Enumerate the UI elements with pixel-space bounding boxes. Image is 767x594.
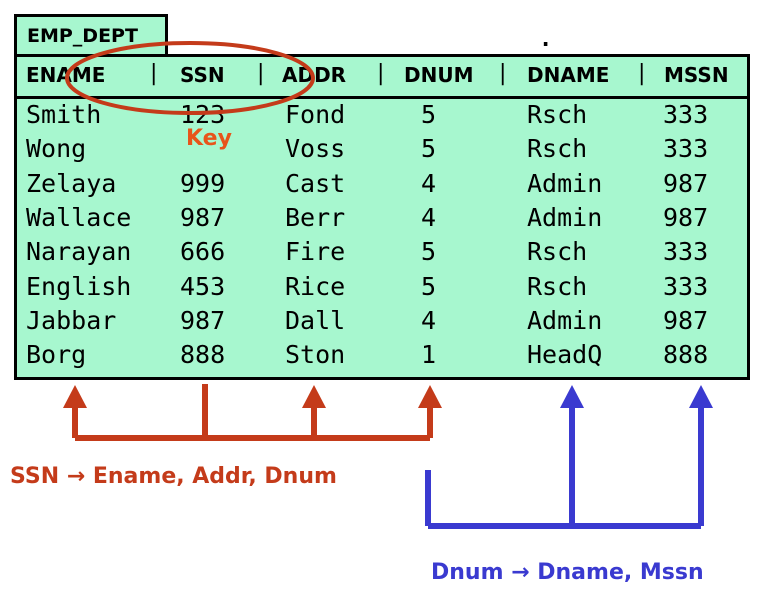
cell-dnum: 4 [421, 168, 437, 198]
cell-mssn: 987 [663, 305, 709, 335]
cell-dname: Admin [527, 202, 603, 232]
cell-addr: Ston [285, 340, 346, 370]
table-title: EMP_DEPT [14, 14, 168, 54]
cell-ename: Smith [26, 100, 102, 129]
cell-mssn: 333 [663, 100, 709, 129]
header-separator: | [257, 61, 265, 86]
cell-ssn: 453 [180, 271, 226, 301]
cell-ename: Narayan [26, 237, 132, 267]
cell-dnum: 5 [421, 237, 437, 267]
cell-addr: Dall [285, 305, 346, 335]
cell-mssn: 333 [663, 134, 709, 164]
header-dnum: DNUM [404, 63, 474, 87]
cell-addr: Voss [285, 134, 346, 164]
cell-addr: Berr [285, 202, 346, 232]
cell-ssn: 987 [180, 202, 226, 232]
cell-mssn: 333 [663, 271, 709, 301]
header-separator: | [150, 61, 158, 86]
header-separator: | [377, 61, 385, 86]
fd2-label: Dnum → Dname, Mssn [431, 560, 704, 585]
cell-ename: Wong [26, 134, 87, 164]
cell-ssn: 987 [180, 305, 226, 335]
cell-dname: Rsch [527, 271, 588, 301]
cell-mssn: 888 [663, 340, 709, 370]
header-separator: | [499, 61, 507, 86]
cell-ename: Zelaya [26, 168, 117, 198]
cell-mssn: 987 [663, 202, 709, 232]
fd2-arrows [425, 385, 713, 529]
cell-dnum: 5 [421, 100, 437, 129]
cell-dnum: 5 [421, 134, 437, 164]
header-mssn: MSSN [664, 63, 729, 87]
cell-dname: Admin [527, 168, 603, 198]
cell-dname: HeadQ [527, 340, 603, 370]
header-dname: DNAME [527, 63, 610, 87]
key-label: Key [186, 126, 232, 151]
cell-mssn: 987 [663, 168, 709, 198]
cell-ssn: 666 [180, 237, 226, 267]
cell-dname: Rsch [527, 237, 588, 267]
cell-ssn: 888 [180, 340, 226, 370]
cell-dnum: 4 [421, 202, 437, 232]
cell-mssn: 333 [663, 237, 709, 267]
cell-dnum: 4 [421, 305, 437, 335]
header-ssn: SSN [180, 63, 225, 87]
cell-ename: Borg [26, 340, 87, 370]
header-separator: | [638, 61, 646, 86]
cell-ename: English [26, 271, 132, 301]
cell-ssn: 999 [180, 168, 226, 198]
cell-ename: Wallace [26, 202, 132, 232]
cell-addr: Cast [285, 168, 346, 198]
key-oval [65, 41, 315, 115]
emp-dept-table: ENAME | SSN | ADDR | DNUM | DNAME | MSSN… [14, 54, 750, 380]
cell-addr: Fond [285, 100, 346, 129]
cell-addr: Fire [285, 237, 346, 267]
cell-dnum: 1 [421, 340, 437, 370]
cell-dnum: 5 [421, 271, 437, 301]
fd1-label: SSN → Ename, Addr, Dnum [10, 464, 337, 489]
cell-dname: Rsch [527, 134, 588, 164]
stray-dot: . [539, 27, 553, 52]
cell-dname: Admin [527, 305, 603, 335]
cell-ename: Jabbar [26, 305, 117, 335]
cell-addr: Rice [285, 271, 346, 301]
cell-dname: Rsch [527, 100, 588, 129]
fd1-arrows [63, 384, 442, 441]
